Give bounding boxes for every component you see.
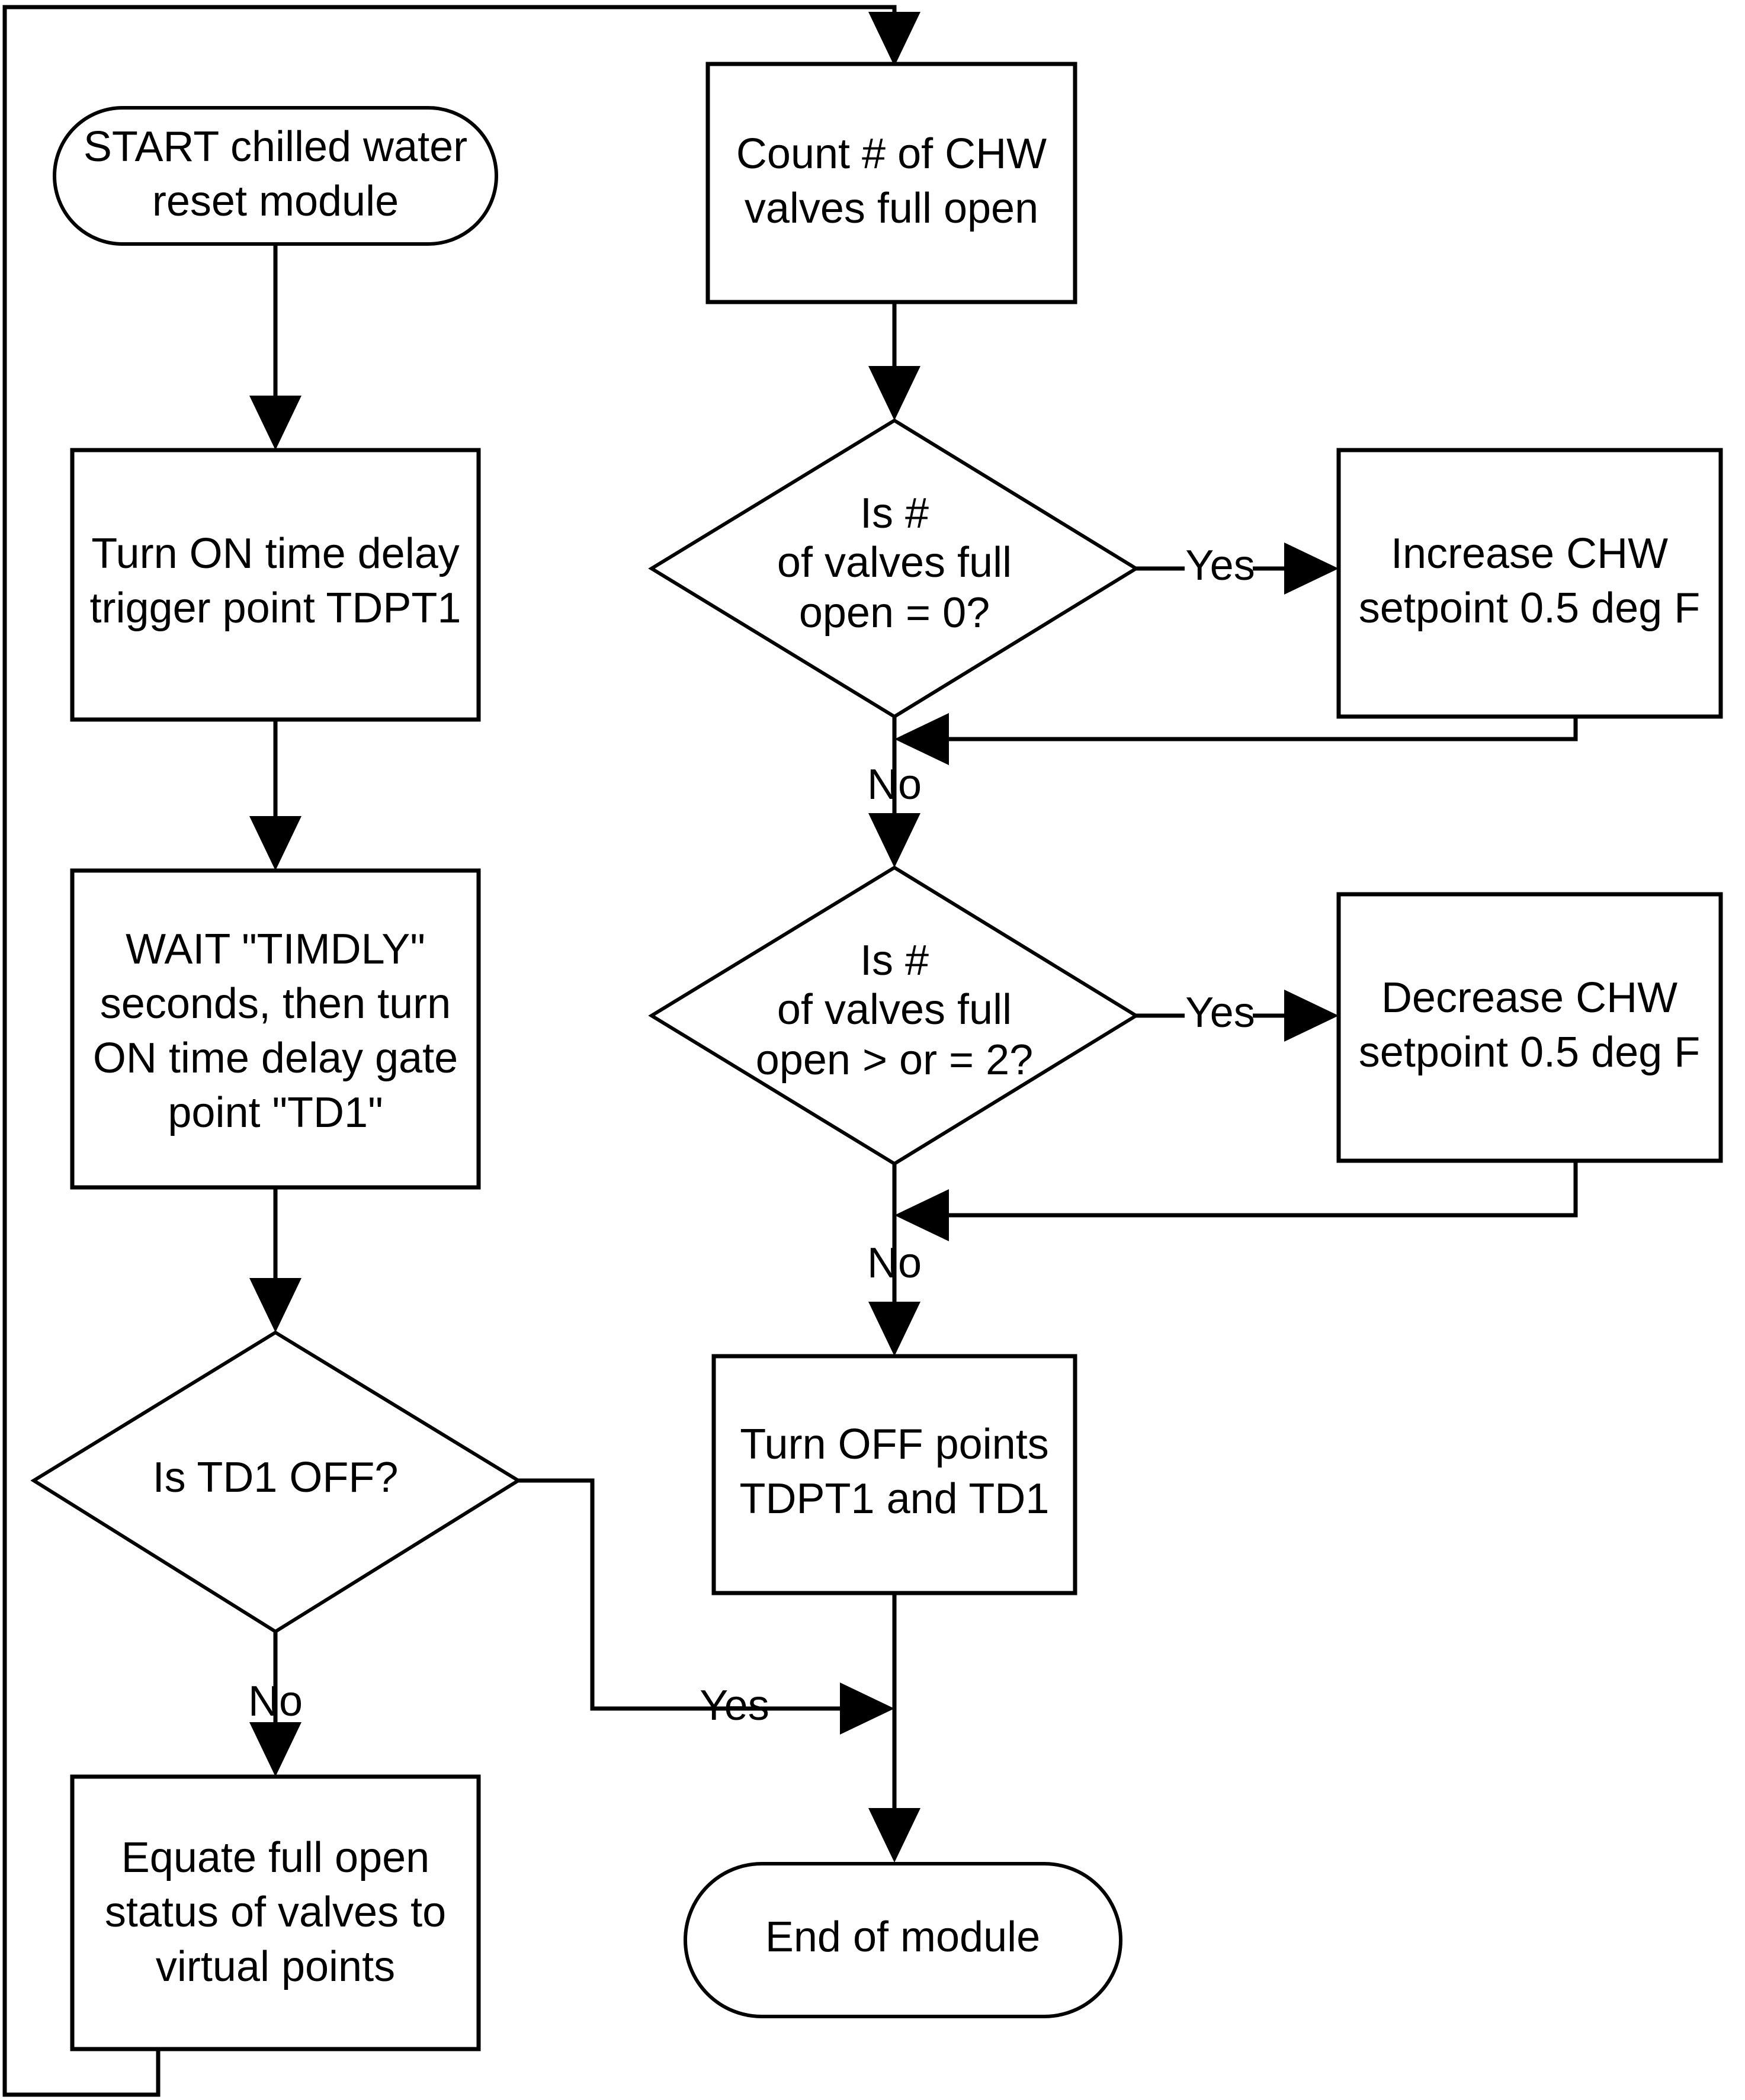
arrowhead-into-end xyxy=(868,1808,920,1863)
node-increase-setpoint-line1: Increase CHW xyxy=(1391,530,1668,577)
node-valves-zero-line3: open = 0? xyxy=(799,589,990,637)
node-count-valves-line2: valves full open xyxy=(745,185,1038,232)
arrowhead-into-turnoff xyxy=(868,1302,920,1356)
arrowhead-into-wait xyxy=(249,816,301,871)
arrowhead-into-increase xyxy=(1284,542,1339,595)
node-count-valves-line1: Count # of CHW xyxy=(736,130,1047,178)
arrowhead-into-decrease xyxy=(1284,990,1339,1042)
node-decrease-setpoint-line1: Decrease CHW xyxy=(1381,974,1677,1022)
edge-turnoff-to-end xyxy=(868,1593,920,1863)
node-wait-timdly-line2: seconds, then turn xyxy=(100,980,451,1027)
edge-turnon-to-wait xyxy=(249,720,301,871)
arrowhead-into-istd1off xyxy=(249,1278,301,1332)
arrowhead-decrease-into-column xyxy=(894,1189,949,1241)
edge-valveszero-yes-to-increase xyxy=(1136,542,1339,595)
arrowhead-increase-into-column xyxy=(894,713,949,765)
node-equate-valves-line3: virtual points xyxy=(156,1943,395,1990)
node-start-line2: reset module xyxy=(152,178,399,225)
node-start-line1: START chilled water xyxy=(84,123,467,171)
node-valves-zero-line1: Is # xyxy=(860,490,929,537)
arrowhead-into-valveszero xyxy=(868,366,920,420)
edge-start-to-turnon xyxy=(249,244,301,450)
node-equate-valves-line1: Equate full open xyxy=(121,1834,429,1881)
node-turn-on-tdpt1[interactable]: Turn ON time delay trigger point TDPT1 xyxy=(70,448,481,722)
edge-label-td1-off-yes: Yes xyxy=(700,1682,769,1729)
node-wait-timdly-line1: WAIT "TIMDLY" xyxy=(126,926,425,973)
node-turn-off-points[interactable]: Turn OFF points TDPT1 and TD1 xyxy=(711,1354,1077,1595)
node-valves-two-line1: Is # xyxy=(860,937,929,984)
node-increase-setpoint[interactable]: Increase CHW setpoint 0.5 deg F xyxy=(1336,448,1723,719)
node-valves-zero-line2: of valves full xyxy=(777,539,1012,586)
node-is-td1-off[interactable]: Is TD1 OFF? xyxy=(30,1330,522,1634)
arrowhead-yes-into-column xyxy=(840,1682,894,1735)
node-valves-two-or-more[interactable]: Is # of valves full open > or = 2? xyxy=(648,865,1140,1166)
edge-increase-to-column xyxy=(894,713,1578,765)
node-turn-on-tdpt1-line2: trigger point TDPT1 xyxy=(90,585,461,632)
node-increase-setpoint-line2: setpoint 0.5 deg F xyxy=(1359,585,1700,632)
node-count-valves[interactable]: Count # of CHW valves full open xyxy=(705,62,1077,304)
node-start[interactable]: START chilled water reset module xyxy=(53,106,498,246)
node-valves-zero[interactable]: Is # of valves full open = 0? xyxy=(648,418,1140,719)
arrowhead-into-valvestwo xyxy=(868,813,920,868)
node-wait-timdly-line4: point "TD1" xyxy=(168,1089,383,1136)
edge-valveszero-no-to-valvestwo xyxy=(868,717,920,868)
node-end-line1: End of module xyxy=(765,1913,1040,1961)
edge-valvestwo-yes-to-decrease xyxy=(1136,990,1339,1042)
node-decrease-setpoint-line2: setpoint 0.5 deg F xyxy=(1359,1029,1700,1076)
node-end[interactable]: End of module xyxy=(684,1862,1122,2018)
edge-valvestwo-no-to-turnoff xyxy=(868,1164,920,1356)
node-turn-off-points-line2: TDPT1 and TD1 xyxy=(740,1475,1050,1523)
edge-istd1off-no-to-equate xyxy=(249,1632,301,1777)
edge-label-td1-off-no: No xyxy=(248,1678,303,1725)
edge-label-valves-zero-no: No xyxy=(867,761,922,808)
edge-label-valves-two-no: No xyxy=(867,1240,922,1287)
node-wait-timdly-line3: ON time delay gate xyxy=(93,1035,458,1082)
arrowhead-into-equate xyxy=(249,1722,301,1777)
node-valves-two-line2: of valves full xyxy=(777,986,1012,1033)
edge-label-valves-two-yes: Yes xyxy=(1185,989,1255,1036)
node-equate-valves[interactable]: Equate full open status of valves to vir… xyxy=(70,1774,481,2051)
node-decrease-setpoint[interactable]: Decrease CHW setpoint 0.5 deg F xyxy=(1336,892,1723,1163)
edge-count-to-valveszero xyxy=(868,302,920,420)
edge-wait-to-istd1off xyxy=(249,1187,301,1332)
node-is-td1-off-line1: Is TD1 OFF? xyxy=(153,1454,399,1501)
node-equate-valves-line2: status of valves to xyxy=(105,1889,446,1936)
edge-label-valves-zero-yes: Yes xyxy=(1185,542,1255,589)
node-turn-off-points-line1: Turn OFF points xyxy=(740,1421,1048,1468)
arrowhead-into-turnon xyxy=(249,396,301,450)
arrowhead-into-count xyxy=(868,12,920,66)
edge-decrease-to-column xyxy=(894,1161,1578,1241)
edge-equate-to-count xyxy=(2,5,920,2097)
edge-istd1off-yes-to-end xyxy=(518,1478,894,1735)
node-valves-two-line3: open > or = 2? xyxy=(756,1036,1033,1084)
node-wait-timdly[interactable]: WAIT "TIMDLY" seconds, then turn ON time… xyxy=(70,868,481,1190)
node-turn-on-tdpt1-line1: Turn ON time delay xyxy=(91,530,460,577)
